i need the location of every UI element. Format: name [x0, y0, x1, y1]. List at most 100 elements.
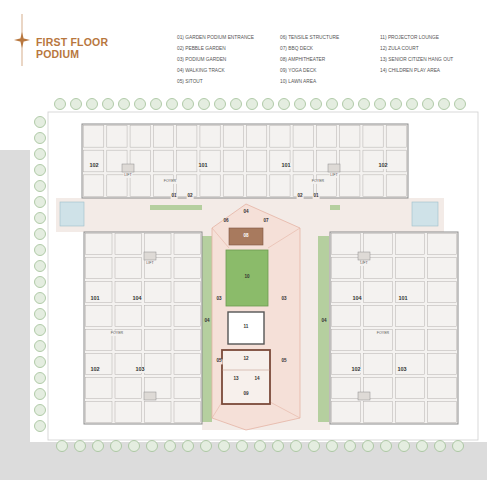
compass-mark	[14, 14, 30, 66]
unit-number: 101	[398, 296, 409, 302]
key-entry: 09) YOGA DECK	[280, 69, 316, 74]
unit-number: 102	[351, 367, 362, 373]
core-label: LIFT	[146, 262, 155, 266]
room	[332, 234, 361, 255]
tree	[35, 357, 46, 368]
room	[145, 402, 172, 423]
tree	[423, 99, 434, 110]
tree	[381, 441, 392, 452]
room	[340, 150, 360, 172]
tree	[309, 441, 320, 452]
room	[145, 258, 172, 279]
callout-number: 14	[254, 377, 261, 382]
callout-number: 08	[243, 234, 250, 239]
tree	[407, 99, 418, 110]
room	[174, 354, 201, 375]
room	[293, 175, 313, 197]
room	[340, 126, 360, 148]
room	[364, 330, 393, 351]
room	[174, 306, 201, 327]
tree	[291, 441, 302, 452]
room	[86, 306, 113, 327]
unit-number: 103	[135, 367, 146, 373]
room	[332, 330, 361, 351]
core-label: LIFT	[124, 174, 133, 178]
room-walls	[84, 126, 457, 423]
room	[247, 175, 267, 197]
room	[84, 175, 104, 197]
room	[223, 150, 243, 172]
room	[177, 126, 197, 148]
room	[396, 306, 425, 327]
room	[364, 282, 393, 303]
tree	[435, 441, 446, 452]
projector-lounge	[228, 312, 264, 344]
room	[293, 126, 313, 148]
tree	[219, 441, 230, 452]
room	[396, 354, 425, 375]
tree	[129, 441, 140, 452]
room	[174, 234, 201, 255]
room	[115, 282, 142, 303]
unit-number: 101	[90, 296, 101, 302]
tree	[35, 293, 46, 304]
tree	[343, 99, 354, 110]
key-entry: 14) CHILDREN PLAY AREA	[380, 69, 440, 74]
room	[145, 282, 172, 303]
tree	[273, 441, 284, 452]
plan-title: FIRST FLOOR PODIUM	[36, 36, 120, 60]
callout-number: 10	[244, 275, 251, 280]
room	[363, 126, 383, 148]
unit-number: 102	[90, 367, 101, 373]
tree	[35, 261, 46, 272]
room	[86, 330, 113, 351]
room	[153, 126, 173, 148]
tree	[183, 99, 194, 110]
room	[153, 150, 173, 172]
room	[247, 126, 267, 148]
tensile-structure	[212, 204, 300, 430]
key-entry: 01) GARDEN PODIUM ENTRANCE	[177, 36, 254, 41]
room	[115, 306, 142, 327]
tree	[35, 117, 46, 128]
tree	[35, 389, 46, 400]
room	[396, 258, 425, 279]
tree	[167, 99, 178, 110]
key-entry: 03) PODIUM GARDEN	[177, 58, 226, 63]
tree	[35, 165, 46, 176]
room	[428, 282, 457, 303]
tree	[237, 441, 248, 452]
room	[86, 282, 113, 303]
room	[396, 402, 425, 423]
lift-core	[358, 252, 370, 260]
tree	[439, 99, 450, 110]
tree	[103, 99, 114, 110]
tree	[295, 99, 306, 110]
key-entry: 08) AMPHITHEATER	[280, 58, 325, 63]
tree	[35, 341, 46, 352]
core-label: FOYER	[163, 180, 177, 184]
room	[332, 378, 361, 399]
tree	[231, 99, 242, 110]
garden-strip	[318, 236, 329, 422]
callout-number: 13	[233, 377, 240, 382]
tree	[35, 277, 46, 288]
tower-block	[84, 232, 202, 424]
room	[177, 150, 197, 172]
lawn	[226, 250, 268, 306]
tree	[75, 441, 86, 452]
tree	[35, 309, 46, 320]
room	[386, 175, 406, 197]
room	[364, 402, 393, 423]
tower-block	[330, 232, 458, 424]
lift-core	[328, 164, 340, 172]
core-label: LIFT	[330, 174, 339, 178]
unit-number: 104	[132, 296, 143, 302]
tree	[201, 441, 212, 452]
room	[364, 234, 393, 255]
room	[364, 306, 393, 327]
tree	[87, 99, 98, 110]
room	[174, 282, 201, 303]
callout-number: 06	[223, 219, 230, 224]
room	[428, 330, 457, 351]
